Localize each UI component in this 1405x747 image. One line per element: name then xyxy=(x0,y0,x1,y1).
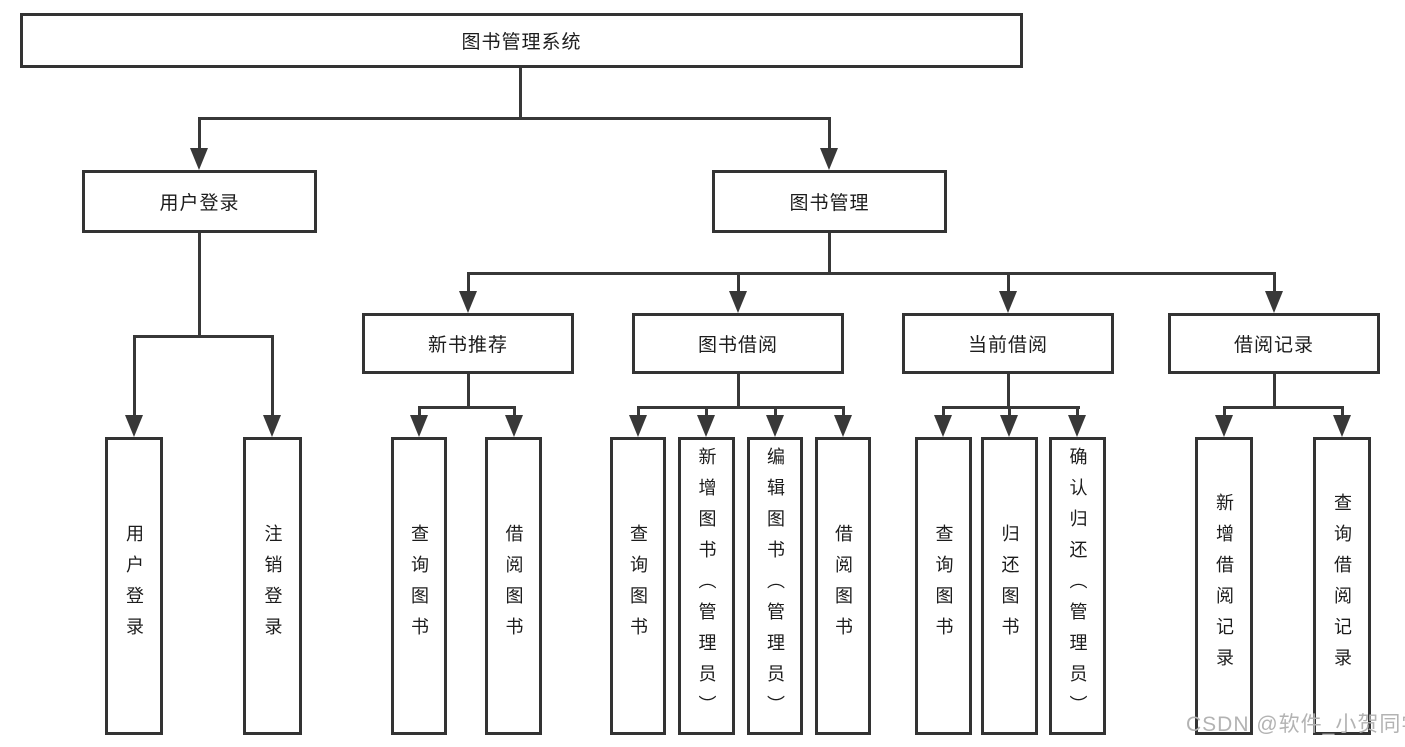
arrow-down-icon xyxy=(729,291,747,313)
node-label: 借阅记录 xyxy=(1233,335,1314,356)
node-label: 编辑图书（管理员） xyxy=(765,446,785,726)
node-label: 当前借阅 xyxy=(967,335,1048,356)
arrow-down-icon xyxy=(459,291,477,313)
node-label: 图书管理系统 xyxy=(461,32,582,53)
arrow-down-icon xyxy=(999,291,1017,313)
node-label: 用户登录 xyxy=(159,193,240,214)
leaf-query-books-2: 查询图书 xyxy=(610,437,666,735)
leaf-query-books-3: 查询图书 xyxy=(915,437,972,735)
leaf-borrow-books-1: 借阅图书 xyxy=(485,437,542,735)
arrow-down-icon xyxy=(263,415,281,437)
arrow-down-icon xyxy=(934,415,952,437)
node-user-login: 用户登录 xyxy=(82,170,317,233)
connector-hline xyxy=(418,406,516,409)
connector-stem xyxy=(133,335,136,417)
arrow-down-icon xyxy=(410,415,428,437)
arrow-down-icon xyxy=(820,148,838,170)
connector-stem xyxy=(705,406,708,418)
node-borrow-records: 借阅记录 xyxy=(1168,313,1380,374)
leaf-borrow-books-2: 借阅图书 xyxy=(815,437,871,735)
connector-stem xyxy=(1341,406,1344,418)
connector-stub xyxy=(1273,374,1276,409)
connector-stem xyxy=(198,117,201,150)
arrow-down-icon xyxy=(125,415,143,437)
connector-stub xyxy=(198,233,201,337)
connector-level3-hline xyxy=(467,272,1276,275)
connector-stem xyxy=(1007,272,1010,293)
connector-stub xyxy=(467,374,470,409)
arrow-down-icon xyxy=(766,415,784,437)
connector-stub xyxy=(828,233,831,274)
connector-stem xyxy=(637,406,640,418)
node-label: 查询图书 xyxy=(409,524,429,648)
leaf-logout: 注销登录 xyxy=(243,437,302,735)
arrow-down-icon xyxy=(1068,415,1086,437)
connector-stem xyxy=(513,406,516,418)
node-label: 新增借阅记录 xyxy=(1214,493,1234,679)
node-label: 查询图书 xyxy=(628,524,648,648)
node-book-borrowing: 图书借阅 xyxy=(632,313,844,374)
csdn-watermark: CSDN @软件_小贺同学 xyxy=(1186,713,1405,736)
connector-stem xyxy=(467,272,470,293)
node-label: 图书管理 xyxy=(789,193,870,214)
leaf-edit-books-admin: 编辑图书（管理员） xyxy=(747,437,803,735)
node-new-book-recommend: 新书推荐 xyxy=(362,313,574,374)
node-label: 借阅图书 xyxy=(833,524,853,648)
arrow-down-icon xyxy=(629,415,647,437)
connector-stem xyxy=(1273,272,1276,293)
arrow-down-icon xyxy=(1333,415,1351,437)
node-label: 借阅图书 xyxy=(503,524,524,648)
connector-stem xyxy=(1223,406,1226,418)
leaf-query-borrow-record: 查询借阅记录 xyxy=(1313,437,1371,735)
connector-stem xyxy=(774,406,777,418)
arrow-down-icon xyxy=(1000,415,1018,437)
connector-stub xyxy=(1007,374,1010,409)
node-book-management: 图书管理 xyxy=(712,170,947,233)
node-label: 新书推荐 xyxy=(427,335,508,356)
connector-stem xyxy=(418,406,421,418)
connector-hline xyxy=(943,406,1080,409)
connector-stem xyxy=(1076,406,1079,418)
leaf-return-books: 归还图书 xyxy=(981,437,1038,735)
arrow-down-icon xyxy=(1215,415,1233,437)
connector-level1-hline xyxy=(198,117,831,120)
connector-stem xyxy=(737,272,740,293)
connector-stem xyxy=(828,117,831,150)
node-label: 确认归还（管理员） xyxy=(1067,446,1088,726)
connector-stem xyxy=(942,406,945,418)
connector-stem xyxy=(271,335,274,417)
node-current-borrowing: 当前借阅 xyxy=(902,313,1114,374)
node-label: 查询借阅记录 xyxy=(1332,493,1352,679)
leaf-add-books-admin: 新增图书（管理员） xyxy=(678,437,735,735)
node-label: 图书借阅 xyxy=(697,335,778,356)
arrow-down-icon xyxy=(697,415,715,437)
connector-hline xyxy=(1223,406,1344,409)
arrow-down-icon xyxy=(1265,291,1283,313)
connector-hline xyxy=(133,335,274,338)
leaf-user-login: 用户登录 xyxy=(105,437,163,735)
arrow-down-icon xyxy=(190,148,208,170)
leaf-add-borrow-record: 新增借阅记录 xyxy=(1195,437,1253,735)
arrow-down-icon xyxy=(505,415,523,437)
connector-hline xyxy=(637,406,845,409)
node-root-system: 图书管理系统 xyxy=(20,13,1023,68)
node-label: 查询图书 xyxy=(933,524,954,648)
arrow-down-icon xyxy=(834,415,852,437)
connector-stem xyxy=(842,406,845,418)
node-label: 注销登录 xyxy=(262,524,283,648)
leaf-confirm-return-admin: 确认归还（管理员） xyxy=(1049,437,1106,735)
connector-stub xyxy=(737,374,740,409)
connector-root-stub xyxy=(519,68,522,118)
node-label: 新增图书（管理员） xyxy=(696,446,717,726)
leaf-query-books-1: 查询图书 xyxy=(391,437,447,735)
node-label: 归还图书 xyxy=(999,524,1020,648)
connector-stem xyxy=(1008,406,1011,418)
node-label: 用户登录 xyxy=(124,524,144,648)
